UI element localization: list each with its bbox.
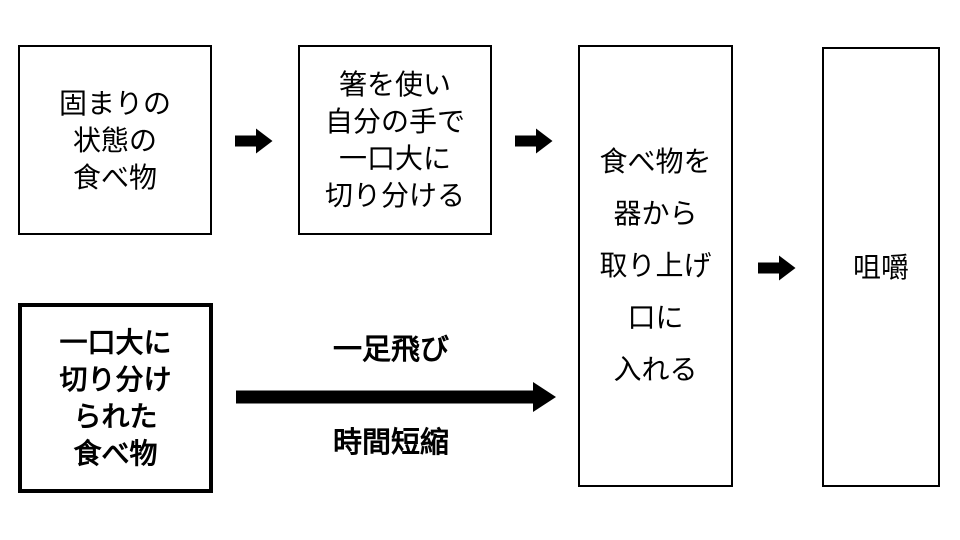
shortcut-label-top: 一足飛び — [332, 334, 449, 366]
flow-box-pre-cut-food: 一口大に 切り分け られた 食べ物 — [18, 303, 213, 493]
chew-label: 咀嚼 — [852, 251, 909, 283]
flow-box-cut-with-chopsticks: 箸を使い 自分の手で 一口大に 切り分ける — [298, 45, 492, 235]
block-arrow-right-icon — [758, 255, 796, 281]
block-arrow-right-icon — [515, 128, 553, 154]
cut-with-chopsticks-label: 箸を使い 自分の手で 一口大に 切り分ける — [324, 69, 465, 211]
flow-box-lump-food: 固まりの 状態の 食べ物 — [18, 45, 212, 235]
flow-box-chew: 咀嚼 — [822, 47, 940, 487]
lump-food-label: 固まりの 状態の 食べ物 — [58, 87, 171, 193]
shortcut-arrow-icon — [236, 382, 556, 412]
block-arrow-right-icon — [235, 128, 273, 154]
shortcut-label-bottom: 時間短縮 — [332, 427, 449, 459]
pre-cut-food-label: 一口大に 切り分け られた 食べ物 — [59, 327, 172, 469]
pick-up-and-mouth-label: 食べ物を 器から 取り上げ 口に 入れる — [599, 146, 712, 385]
flow-box-pick-up-and-mouth: 食べ物を 器から 取り上げ 口に 入れる — [578, 45, 733, 487]
